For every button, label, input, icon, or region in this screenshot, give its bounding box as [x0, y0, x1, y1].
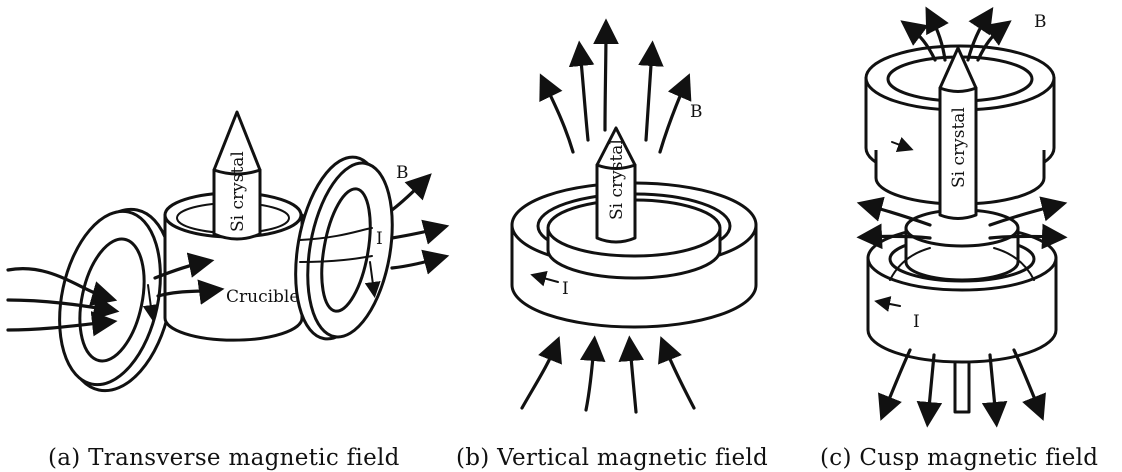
- current-label-b: I: [562, 279, 569, 299]
- current-label-c: I: [913, 312, 920, 332]
- si-crystal-b: Si crystal: [595, 126, 637, 244]
- current-label-a: I: [376, 229, 383, 249]
- crystal-label-c: Si crystal: [949, 107, 969, 188]
- caption-a: (a) Transverse magnetic field: [48, 445, 400, 471]
- panel-vertical: Si crystal B I (b) Vertical magnetic fie…: [456, 18, 768, 471]
- si-crystal-c: Si crystal: [938, 46, 978, 220]
- crystal-label-b: Si crystal: [607, 139, 627, 220]
- field-arrows-out-a: [299, 173, 450, 275]
- field-arrows-out-b: [539, 18, 692, 154]
- field-arrows-in-b: [520, 335, 696, 414]
- field-label-b: B: [690, 102, 703, 122]
- right-coil: [294, 155, 394, 341]
- panel-transverse: Si crystal B I Crucible (a) Tran: [6, 110, 450, 471]
- lower-coil: [866, 208, 1058, 364]
- panel-cusp: Si crystal B I (c) Cusp magnetic fie: [820, 6, 1098, 471]
- caption-b: (b) Vertical magnetic field: [456, 445, 768, 471]
- field-arrows-top-c: [900, 6, 1012, 62]
- field-arrows-in-a: [6, 252, 225, 337]
- field-arrows-mid-c: [856, 196, 1068, 281]
- field-label-c: B: [1034, 12, 1047, 32]
- crucible-label: Crucible: [226, 287, 299, 307]
- field-label-a: B: [396, 163, 409, 183]
- si-crystal-a: Si crystal: [212, 110, 262, 241]
- crystal-label-a: Si crystal: [228, 151, 248, 232]
- caption-c: (c) Cusp magnetic field: [820, 445, 1098, 471]
- field-arrows-bottom-c: [878, 348, 1046, 428]
